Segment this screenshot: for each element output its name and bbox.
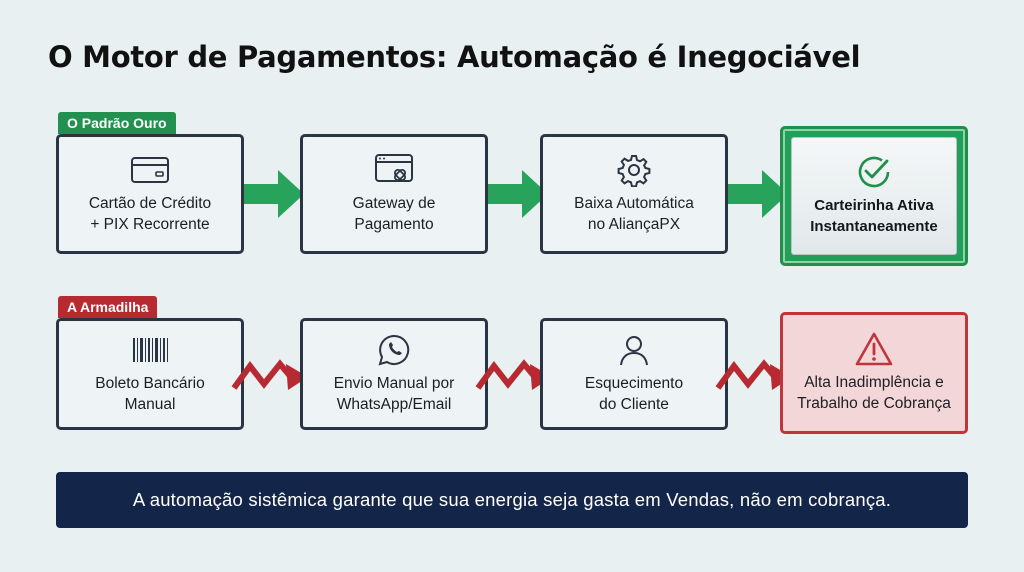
step-label-line: Gateway de <box>352 195 436 212</box>
check-circle-icon <box>855 155 893 189</box>
step-payment-gateway: Gateway de Pagamento <box>300 134 488 254</box>
step-label-line: Envio Manual por <box>333 375 455 392</box>
step-label-line: Pagamento <box>354 216 434 233</box>
summary-banner: A automação sistêmica garante que sua en… <box>56 472 968 528</box>
page-title: O Motor de Pagamentos: Automação é Inego… <box>48 40 861 74</box>
green-arrow-icon <box>244 170 304 218</box>
step-label-line: + PIX Recorrente <box>90 216 210 233</box>
zigzag-red-arrow-icon <box>231 359 308 390</box>
barcode-icon <box>130 333 170 367</box>
credit-card-icon <box>130 153 170 187</box>
step-label-line: WhatsApp/Email <box>336 396 452 413</box>
whatsapp-icon <box>377 333 411 367</box>
gold-standard-tag: O Padrão Ouro <box>58 112 176 134</box>
trap-tag: A Armadilha <box>58 296 158 318</box>
step-label-line: Carteirinha Ativa <box>814 197 934 214</box>
step-credit-card: Cartão de Crédito + PIX Recorrente <box>56 134 244 254</box>
step-label-line: no AliançaPX <box>587 216 681 233</box>
step-active-card-result: Carteirinha Ativa Instantaneamente <box>780 126 968 266</box>
step-label-line: Trabalho de Cobrança <box>797 395 951 412</box>
browser-gateway-icon <box>374 153 414 187</box>
warning-triangle-icon <box>854 332 894 366</box>
step-label-line: do Cliente <box>599 396 669 413</box>
user-icon <box>617 333 651 367</box>
step-automatic-settlement: Baixa Automática no AliançaPX <box>540 134 728 254</box>
step-manual-whatsapp: Envio Manual por WhatsApp/Email <box>300 318 488 430</box>
step-label-line: Boleto Bancário <box>95 375 205 392</box>
step-label-line: Cartão de Crédito <box>88 195 212 212</box>
step-label-line: Esquecimento <box>584 375 684 392</box>
step-label-line: Manual <box>124 396 176 413</box>
green-arrow-icon <box>488 170 548 218</box>
step-label-line: Alta Inadimplência e <box>804 374 944 391</box>
step-label-line: Instantaneamente <box>810 218 938 235</box>
step-high-default-result: Alta Inadimplência e Trabalho de Cobranç… <box>780 312 968 434</box>
step-manual-boleto: Boleto Bancário Manual <box>56 318 244 430</box>
step-client-forgets: Esquecimento do Cliente <box>540 318 728 430</box>
gear-icon <box>617 153 651 187</box>
step-label-line: Baixa Automática <box>574 195 694 212</box>
green-arrow-icon <box>728 170 788 218</box>
